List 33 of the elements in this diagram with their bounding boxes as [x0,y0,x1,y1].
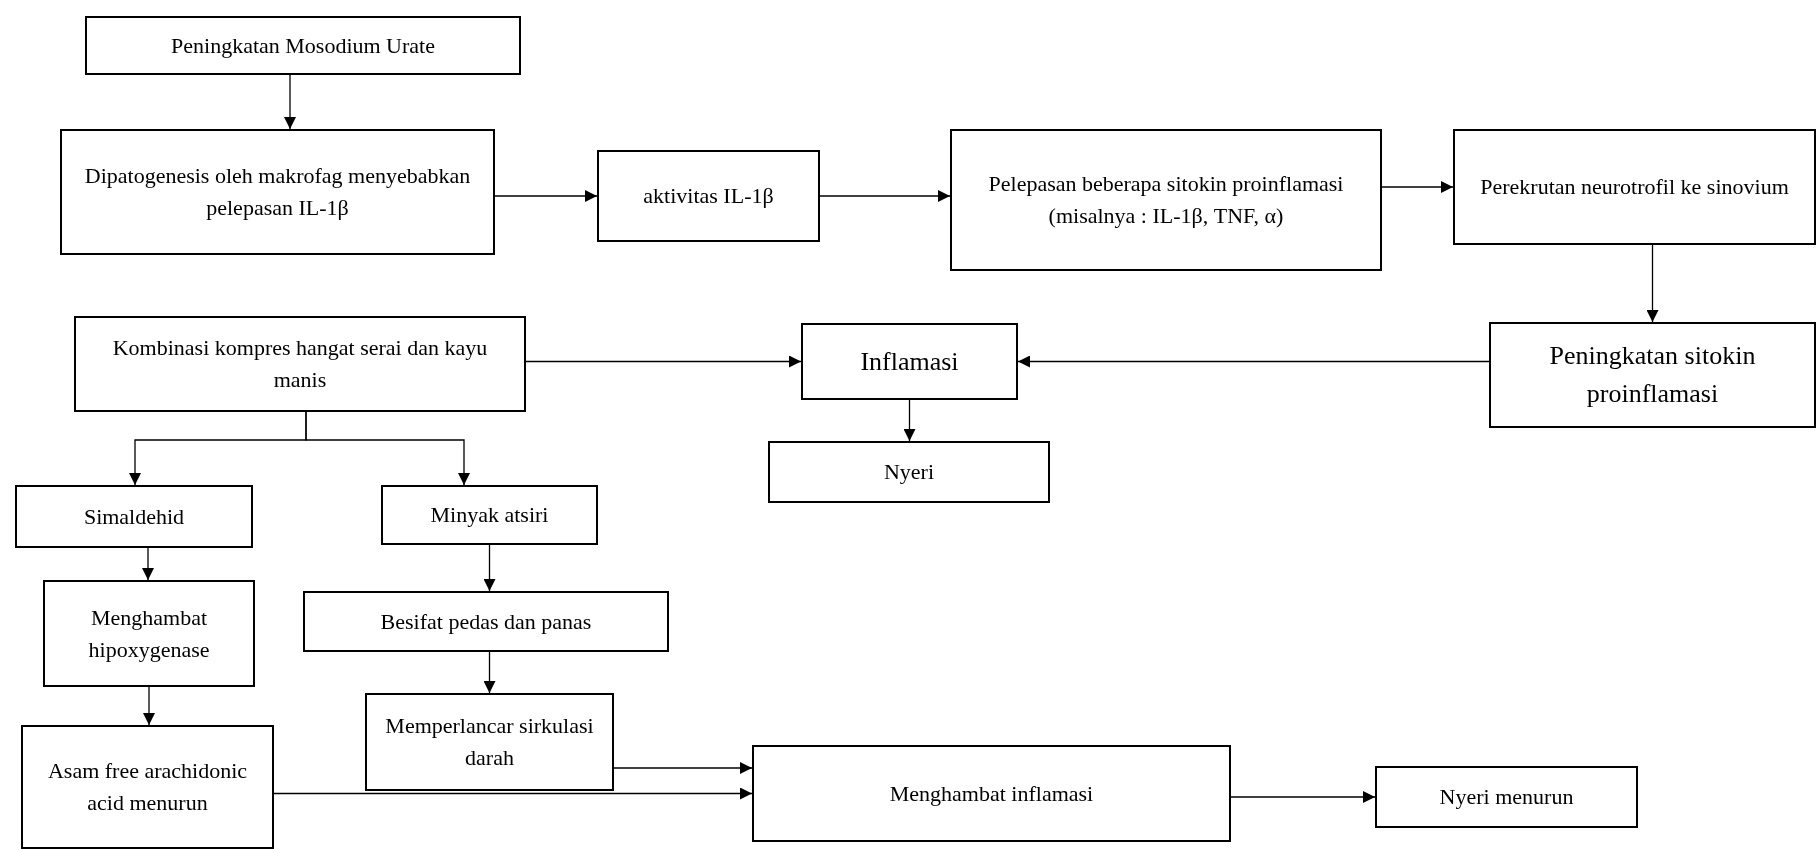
arrow [142,547,154,581]
process-box: aktivitas IL-1β [597,150,820,242]
process-box: Pelepasan beberapa sitokin proinflamasi (misalnya : IL-1β, TNF, α) [950,129,1382,271]
arrow [1230,791,1376,803]
process-box: Nyeri menurun [1375,766,1638,828]
process-box: Asam free arachidonic acid menurun [21,725,274,849]
process-box: Minyak atsiri [381,485,598,545]
arrow [1017,355,1490,368]
process-box: Besifat pedas dan panas [303,591,669,652]
process-box: Kombinasi kompres hangat serai dan kayu manis [74,316,526,412]
process-box: Memperlancar sirkulasi darah [365,693,614,791]
arrow [1646,244,1659,323]
arrow [483,544,496,592]
process-box: Perekrutan neurotrofil ke sinovium [1453,129,1816,245]
process-box: Peningkatan sitokin proinflamasi [1489,322,1816,428]
process-box: Simaldehid [15,485,253,548]
arrow [143,686,155,726]
process-box: Menghambat inflamasi [752,745,1231,842]
arrow [483,651,496,694]
process-box: Nyeri [768,441,1050,503]
arrow [819,190,951,202]
arrow [903,399,916,442]
arrow [305,411,470,486]
process-box: Inflamasi [801,323,1018,400]
arrow [284,74,296,130]
process-box: Menghambat hipoxygenase [43,580,255,687]
arrow [1381,181,1454,193]
arrow [613,762,753,774]
arrow [273,787,753,800]
arrow [525,355,802,368]
process-box: Dipatogenesis oleh makrofag menyebabkan pelepasan IL-1β [60,129,495,255]
arrow [494,190,598,202]
process-box: Peningkatan Mosodium Urate [85,16,521,75]
